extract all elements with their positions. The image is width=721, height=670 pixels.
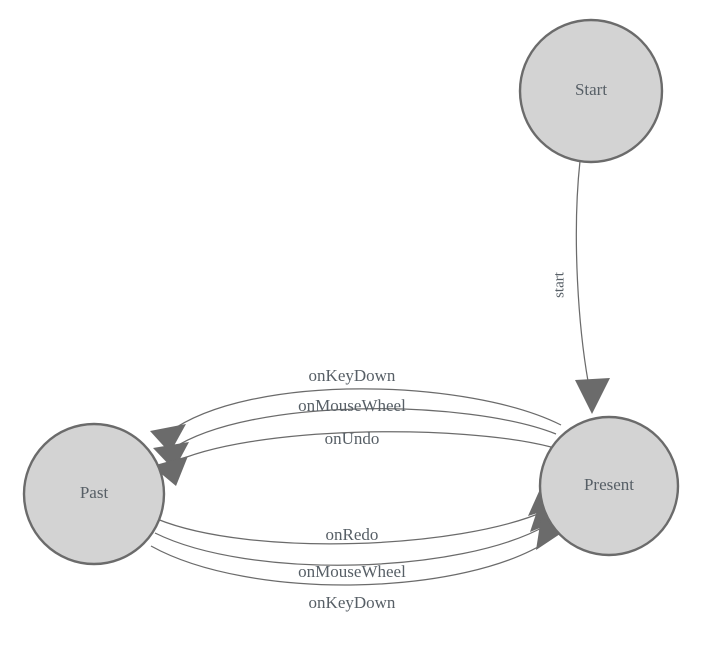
edge-past-to-present-onredo[interactable]: onRedo: [156, 487, 563, 545]
edge-present-to-past-onkeydown-path: [167, 388, 562, 434]
edge-label-present-to-past-onmousewheel: onMouseWheel: [298, 396, 406, 415]
node-past[interactable]: Past: [22, 422, 166, 566]
edge-past-to-present-onmousewheel-path: [154, 524, 548, 566]
edge-past-to-present-onkeydown-path: [150, 538, 552, 586]
edge-present-to-past-onundo[interactable]: onUndo: [152, 429, 552, 486]
node-past-label: Past: [80, 483, 109, 502]
edge-present-to-past-onmousewheel[interactable]: onMouseWheel: [153, 396, 557, 470]
edge-start-to-present-path: [575, 160, 591, 393]
edge-present-to-past-onmousewheel-arrowhead: [153, 442, 189, 470]
edge-label-past-to-present-onmousewheel: onMouseWheel: [298, 562, 406, 581]
edge-present-to-past-onundo-path: [169, 431, 552, 465]
node-present-circle: [538, 415, 680, 557]
edge-present-to-past-onkeydown[interactable]: onKeyDown: [150, 366, 562, 453]
node-start[interactable]: Start: [518, 18, 664, 164]
node-start-label: Start: [575, 80, 607, 99]
edge-past-to-present-onkeydown[interactable]: onKeyDown: [150, 518, 566, 612]
edge-start-to-present[interactable]: start: [551, 160, 610, 414]
edge-start-to-present-arrowhead: [575, 378, 610, 414]
edge-label-start: start: [551, 271, 567, 298]
edge-label-present-to-past-onkeydown: onKeyDown: [309, 366, 396, 385]
edge-label-present-to-past-onundo: onUndo: [325, 429, 380, 448]
node-past-circle: [22, 422, 166, 566]
edge-present-to-past-onundo-arrowhead: [152, 456, 188, 486]
node-start-circle: [518, 18, 664, 164]
node-present-label: Present: [584, 475, 634, 494]
edge-label-past-to-present-onkeydown: onKeyDown: [309, 593, 396, 612]
node-present[interactable]: Present: [538, 415, 680, 557]
edge-label-past-to-present-onredo: onRedo: [326, 525, 379, 544]
edge-present-to-past-onmousewheel-path: [171, 408, 557, 450]
edge-past-to-present-onredo-path: [156, 510, 546, 545]
edge-present-to-past-onkeydown-arrowhead: [150, 424, 186, 453]
edge-past-to-present-onkeydown-arrowhead: [536, 518, 566, 550]
